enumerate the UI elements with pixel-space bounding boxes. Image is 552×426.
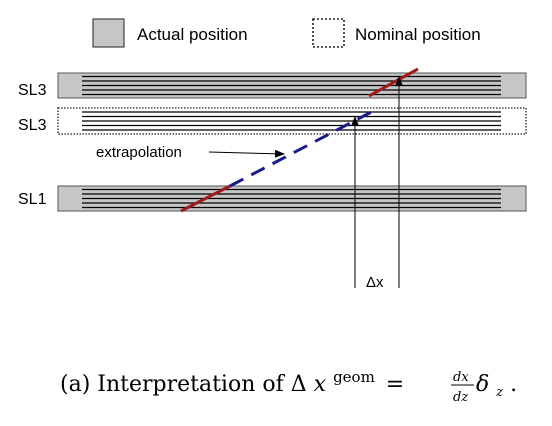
delta-x-label: Δx	[366, 274, 384, 291]
layer-label-bottom: SL1	[18, 191, 47, 208]
svg-text:(a) Interpretation of Δ: (a) Interpretation of Δ x geom =	[60, 363, 404, 397]
legend-actual-label: Actual position	[137, 25, 248, 44]
superlayer-top-actual	[57, 72, 527, 99]
layer-label-top-nominal: SL3	[18, 117, 47, 134]
caption-period: .	[510, 372, 517, 397]
caption-frac-denominator: dz	[453, 390, 468, 405]
superlayer-bottom-actual	[57, 185, 527, 212]
caption: (a) Interpretation of Δ x geom = dx dz δ…	[60, 363, 517, 405]
caption-superscript: geom	[333, 368, 375, 386]
track-segment-bottom	[180, 184, 231, 213]
svg-text:δ z .: δ z .	[476, 372, 517, 402]
legend-actual-swatch	[92, 18, 125, 48]
caption-prefix: (a) Interpretation of Δ	[60, 372, 307, 397]
caption-delta-subscript: z	[495, 385, 503, 400]
legend: Actual position Nominal position	[92, 18, 481, 48]
track-segment-top	[368, 67, 419, 98]
legend-nominal-label: Nominal position	[355, 25, 481, 44]
legend-nominal-swatch	[312, 18, 345, 48]
caption-frac-numerator: dx	[453, 370, 469, 385]
extrapolated-track	[229, 106, 380, 188]
extrapolation-arrow	[208, 149, 285, 158]
layer-label-top-actual: SL3	[18, 82, 47, 99]
superlayer-top-nominal	[57, 107, 527, 135]
caption-variable: x	[314, 372, 327, 397]
extrapolation-label: extrapolation	[96, 144, 182, 161]
caption-equals: =	[386, 372, 404, 397]
caption-delta: δ	[476, 372, 489, 397]
